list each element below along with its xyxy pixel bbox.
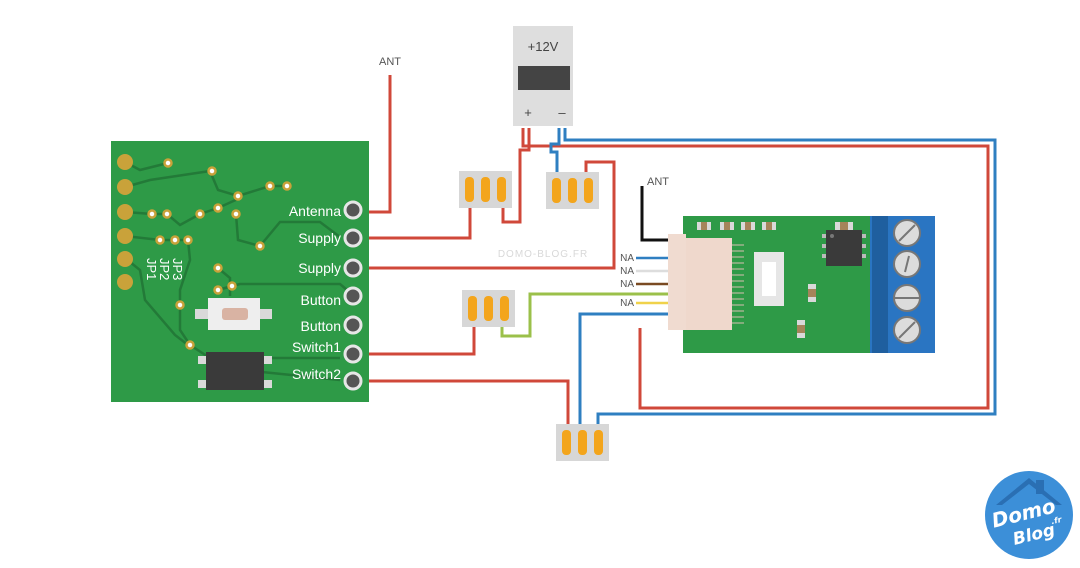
switch1-wire: [365, 324, 476, 356]
smd-components: [697, 222, 853, 338]
module-switch: [754, 252, 784, 306]
psu-minus-label: –: [558, 105, 566, 120]
relay-module: NA NA NA NA: [620, 216, 935, 353]
wago-connector-bottom: [556, 424, 609, 461]
logo-suffix: .fr: [1050, 515, 1063, 527]
psu-plus-label: +: [524, 105, 532, 120]
na-label-1: NA: [620, 253, 634, 264]
jumper-label-jp1: JP1: [144, 258, 159, 280]
antenna-wire-left: [365, 75, 392, 214]
watermark-text: DOMO-BLOG.FR: [498, 249, 588, 260]
antenna-label-right: ANT: [647, 176, 669, 188]
pin-label-supply-1: Supply: [298, 230, 341, 246]
rf-receiver-board: JP3 JP2 JP1 Antenna Supply Supply Button…: [111, 141, 369, 402]
antenna-wire-right: [640, 186, 685, 242]
domo-blog-logo: Domo Blog .fr: [985, 471, 1073, 559]
pin-label-supply-2: Supply: [298, 260, 341, 276]
wago-connector-middle: [462, 290, 515, 327]
jumper-label-jp3: JP3: [170, 258, 185, 280]
jumper-pads: [117, 154, 133, 290]
wago-connector-top-left: [459, 171, 512, 208]
psu-voltage-label: +12V: [528, 39, 559, 54]
pin-labels: Antenna Supply Supply Button Button Swit…: [289, 203, 341, 382]
pin-label-antenna: Antenna: [289, 203, 341, 219]
na-label-3: NA: [620, 279, 634, 290]
screw-terminal: [870, 216, 935, 353]
pin-label-switch1: Switch1: [292, 339, 341, 355]
pin-label-button-2: Button: [301, 318, 341, 334]
ic-chip: [198, 352, 272, 390]
psu-plus-wire-b: [521, 128, 990, 410]
pin-label-switch2: Switch2: [292, 366, 341, 382]
na-label-4: NA: [620, 298, 634, 309]
green-wire: [500, 292, 668, 338]
jumper-label-jp2: JP2: [157, 258, 172, 280]
antenna-label-left: ANT: [379, 56, 401, 68]
pin-label-button-1: Button: [301, 292, 341, 308]
module-ic: [822, 230, 866, 266]
switch2-wire: [365, 379, 570, 428]
blue-wire-module: [578, 312, 668, 428]
pin-pads: [343, 200, 363, 391]
na-label-2: NA: [620, 266, 634, 277]
wago-connector-top-right: [546, 172, 599, 209]
power-supply: +12V + –: [513, 26, 573, 126]
push-button: [195, 298, 272, 330]
psu-minus-wire-b: [563, 128, 997, 428]
supply2-wire: [365, 160, 616, 270]
ribbon-connector: [668, 234, 744, 330]
vias: [147, 158, 292, 350]
psu-minus-wire-a: [549, 128, 561, 176]
supply1-wire: [365, 207, 472, 240]
wires: [365, 75, 997, 428]
